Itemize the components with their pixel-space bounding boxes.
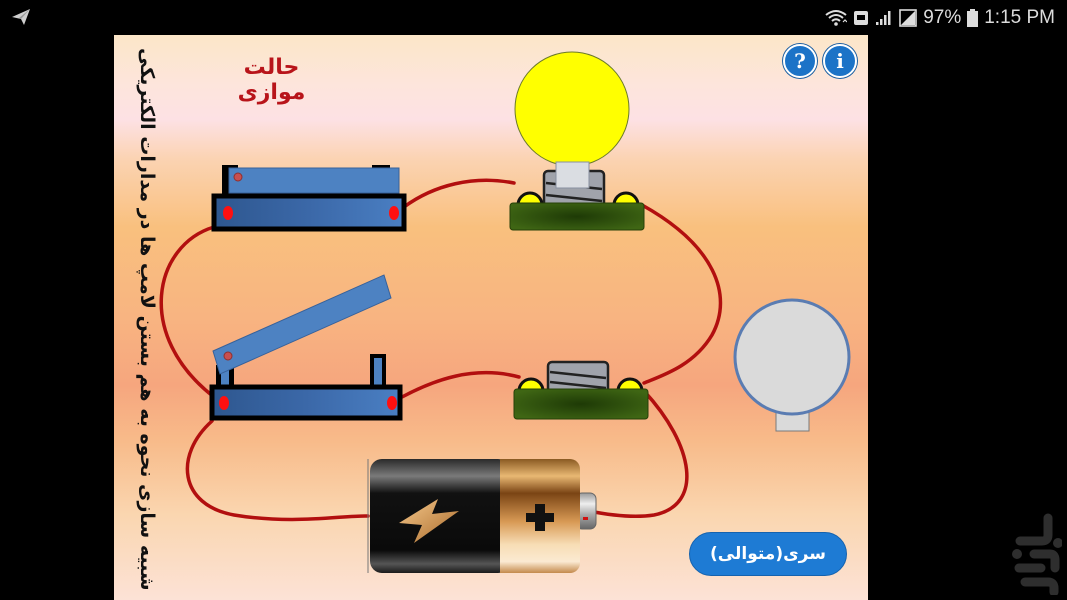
battery-percent: 97%: [923, 6, 962, 28]
battery-icon: [967, 8, 979, 27]
switch-bottom[interactable]: [209, 274, 403, 421]
info-button[interactable]: i: [823, 44, 857, 78]
status-bar: 97% 1:15 PM: [0, 0, 1067, 35]
wifi-icon: [825, 9, 848, 26]
no-sim-icon: [899, 8, 918, 27]
help-button[interactable]: ?: [783, 44, 817, 78]
switch-top[interactable]: [211, 165, 407, 232]
circuit-diagram: [159, 51, 851, 573]
simulation-stage: حالت موازی شبیه سازی نحوه به هم بستن لام…: [114, 35, 868, 600]
lightning-icon: [399, 499, 459, 543]
lamp-top[interactable]: [509, 51, 645, 231]
page-title: حالت موازی: [237, 55, 306, 105]
wires: [159, 178, 723, 522]
spare-bulb[interactable]: [733, 298, 851, 432]
telegram-send-icon: [12, 9, 30, 25]
vertical-caption: شبیه سازی نحوه به هم بستن لامپ ها در مدا…: [136, 47, 158, 591]
battery: [367, 459, 597, 573]
clock: 1:15 PM: [984, 6, 1055, 28]
message-notification-icon: [854, 10, 869, 25]
plus-terminal-icon: [526, 504, 554, 531]
lamp-bottom[interactable]: [513, 360, 649, 420]
series-mode-button[interactable]: سری(متوالی): [689, 532, 847, 576]
status-icons: 97% 1:15 PM: [825, 0, 1055, 35]
bazaar-logo-icon: [1012, 513, 1062, 595]
cell-signal-icon: [876, 10, 891, 25]
